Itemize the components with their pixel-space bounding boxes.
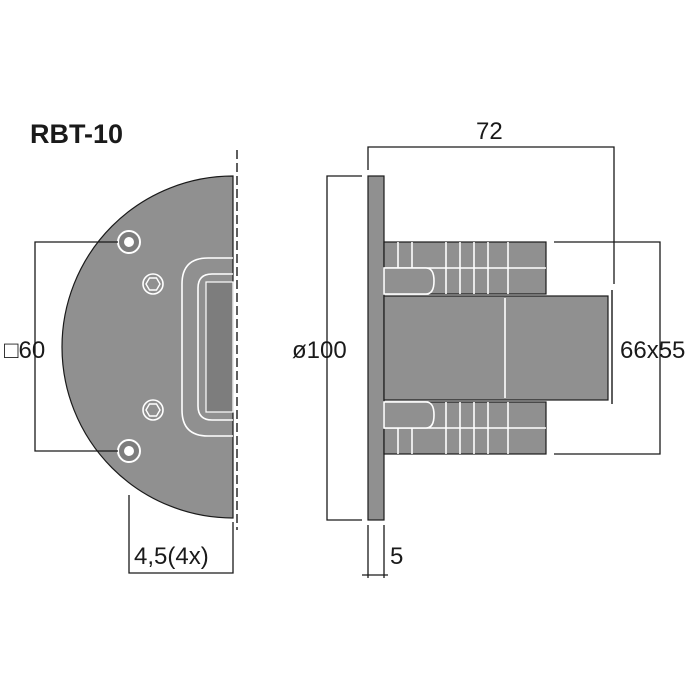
front-view: □60 4,5(4x) <box>4 150 238 574</box>
ribbon-frame <box>181 257 233 437</box>
label-flange: 5 <box>390 543 403 570</box>
label-depth: 72 <box>476 118 503 145</box>
mounting-hole-bottom-inner <box>124 446 134 456</box>
screw-bottom-icon <box>142 399 164 421</box>
dim-depth <box>367 146 615 284</box>
side-flange <box>367 175 385 521</box>
magnet-upper-notch <box>383 267 435 295</box>
ribbon-frame-inner <box>197 273 233 421</box>
front-plate <box>61 175 234 519</box>
side-view: 72 ø100 66x55 5 <box>292 118 685 578</box>
mounting-hole-top-inner <box>124 237 134 247</box>
magnet-lower-notch <box>383 401 435 429</box>
label-hole-diameter: 4,5(4x) <box>134 543 209 570</box>
label-square-mount: □60 <box>4 337 45 364</box>
dim-hole-diameter <box>128 495 234 574</box>
dim-body <box>554 241 661 455</box>
model-title: RBT-10 <box>30 119 123 149</box>
ribbon-slot <box>205 281 234 413</box>
screw-top-hex-icon <box>145 277 161 291</box>
side-body <box>383 295 609 401</box>
label-body: 66x55 <box>620 337 685 364</box>
screw-top-icon <box>142 273 164 295</box>
dim-square-mount <box>34 241 118 452</box>
label-diameter: ø100 <box>292 337 347 364</box>
dim-diameter <box>326 175 362 521</box>
screw-bottom-hex-icon <box>145 403 161 417</box>
